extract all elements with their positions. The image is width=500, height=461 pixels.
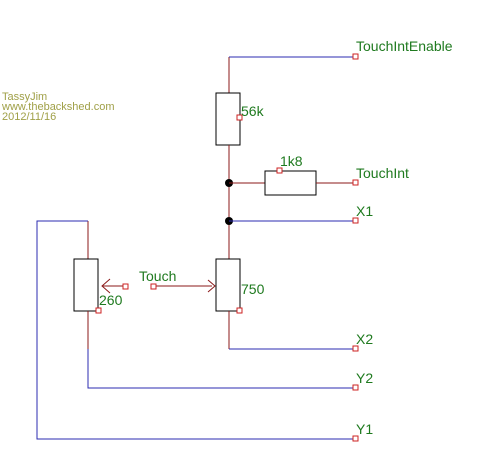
label-y1: Y1 [356, 421, 373, 437]
label-touch-int: TouchInt [356, 165, 409, 181]
label-x2: X2 [356, 331, 373, 347]
pin-y2 [352, 384, 359, 391]
net-y2: Y2 [87, 349, 373, 391]
pin-x2 [352, 345, 359, 352]
pin-touch-left [122, 283, 129, 290]
resistor-750: 750 [215, 258, 265, 349]
label-touch-int-enable: TouchIntEnable [356, 38, 453, 54]
label-x1: X1 [356, 203, 373, 219]
pin-touch-int-enable [352, 53, 359, 60]
label-56k: 56k [241, 103, 265, 119]
pin-56k [236, 114, 243, 121]
pin-260 [95, 307, 102, 314]
label-y2: Y2 [356, 370, 373, 386]
pin-touch-right [150, 283, 157, 290]
label-touch: Touch [139, 268, 176, 284]
resistor-260: 260 [73, 221, 123, 349]
net-touch: Touch [101, 268, 216, 294]
net-x2: X2 [229, 331, 373, 352]
pin-750 [236, 307, 243, 314]
pin-touch-int [352, 179, 359, 186]
resistor-750-body [215, 258, 241, 312]
label-260: 260 [99, 292, 123, 308]
credit-date: 2012/11/16 [2, 111, 56, 123]
resistor-260-body [73, 258, 99, 312]
arrow-x-wiper [207, 279, 216, 293]
net-y1: Y1 [36, 220, 373, 442]
wire-y1 [36, 220, 356, 440]
net-touch-int-enable: TouchIntEnable [228, 38, 453, 93]
label-750: 750 [241, 281, 265, 297]
label-1k8: 1k8 [280, 153, 303, 169]
credit-author: TassyJim [2, 91, 47, 103]
net-x1: X1 [229, 203, 373, 224]
credit-site: www.thebackshed.com [1, 101, 115, 113]
resistor-1k8-body [264, 170, 317, 196]
resistor-56k-body [215, 92, 241, 146]
resistor-1k8: 1k8 TouchInt [229, 153, 409, 196]
pin-y1 [352, 435, 359, 442]
pin-x1 [352, 217, 359, 224]
arrow-y-wiper [101, 278, 111, 294]
resistor-56k: 56k [215, 92, 265, 146]
pin-1k8 [276, 167, 283, 174]
wire-y2 [87, 349, 356, 389]
